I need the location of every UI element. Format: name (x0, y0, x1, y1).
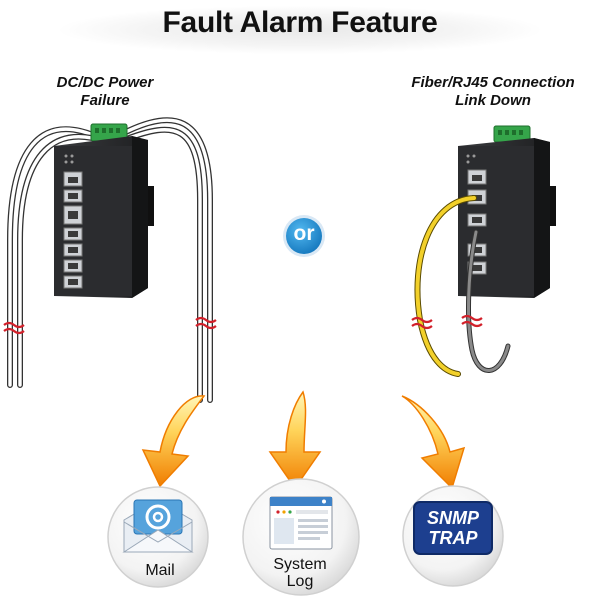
left-caption-line1: DC/DC Power (56, 74, 154, 91)
snmp-label-line2: TRAP (428, 528, 478, 548)
snmp-trap-icon (413, 501, 493, 555)
right-caption-line2: Link Down (455, 92, 531, 109)
syslog-label-line2: Log (286, 573, 314, 590)
or-separator-text: or (293, 222, 315, 245)
browser-window-icon (269, 496, 333, 550)
mail-notification (107, 486, 209, 588)
mail-envelope-icon (122, 499, 194, 553)
system-log-label: System Log (250, 556, 350, 590)
title-glow (60, 6, 540, 54)
right-cable-break-mark (195, 316, 217, 330)
snmp-trap-label: SNMP TRAP (418, 508, 488, 548)
left-caption-line2: Failure (80, 92, 130, 109)
rj45-cable (466, 229, 511, 373)
right-switch-device (411, 125, 556, 377)
fiber-cable (414, 195, 477, 377)
syslog-notification (242, 478, 360, 596)
right-scenario-caption: Fiber/RJ45 Connection Link Down (382, 74, 600, 110)
arrow-to-snmp (401, 395, 466, 490)
left-cable-break-mark (3, 321, 25, 335)
left-scenario-caption: DC/DC Power Failure (20, 74, 190, 110)
right-caption-line1: Fiber/RJ45 Connection (411, 74, 575, 91)
fiber-break-mark (411, 316, 433, 330)
syslog-label-line1: System (273, 556, 327, 573)
page-title: Fault Alarm Feature (162, 6, 438, 39)
or-badge (283, 215, 325, 257)
left-power-cable (7, 126, 109, 388)
right-power-cable (115, 117, 213, 403)
rj45-break-mark (461, 314, 483, 328)
mail-label: Mail (145, 562, 175, 579)
snmp-notification (402, 485, 504, 587)
arrow-to-syslog (268, 390, 322, 490)
left-switch-device (3, 117, 217, 403)
arrow-to-mail (141, 395, 206, 488)
snmp-label-line1: SNMP (426, 508, 479, 528)
